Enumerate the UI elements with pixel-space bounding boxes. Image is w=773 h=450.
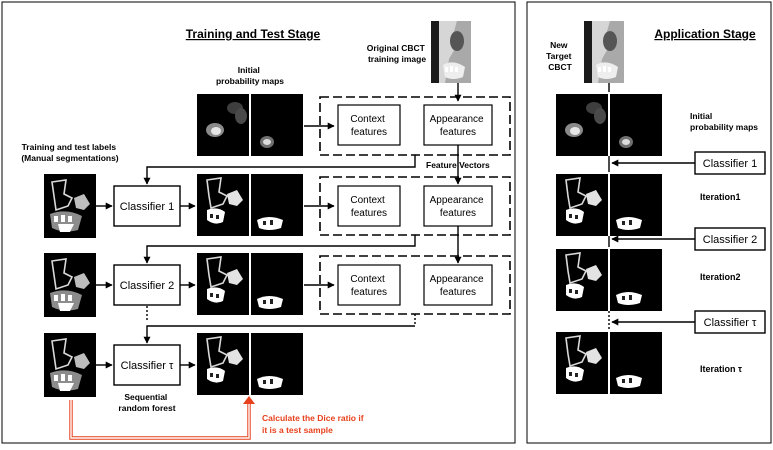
context-features-text-3: Context features: [350, 274, 387, 298]
appearance-features-box-1: [423, 104, 493, 146]
iteration-tau-label: Iteration τ: [700, 364, 742, 374]
appearance-features-text-3: Appearance features: [430, 274, 487, 298]
right-iteration-tau-map: [555, 331, 663, 395]
right-initial-maps-label: Initial probability maps: [690, 111, 758, 132]
training-labels-caption: Training and test labels (Manual segment…: [21, 142, 118, 163]
initial-maps-label: Initial probability maps: [216, 65, 284, 86]
classifier-1-box: [113, 185, 181, 227]
appearance-features-text-2: Appearance features: [430, 195, 487, 219]
target-cbct-label: New Target CBCT: [546, 40, 574, 72]
original-cbct-image: [431, 21, 471, 83]
right-classifier-1-text: Classifier 1: [703, 158, 757, 170]
right-classifier-2-text: Classifier 2: [703, 234, 757, 246]
segmentation-map-3: [196, 332, 304, 396]
context-features-box-1: [337, 104, 401, 146]
classifier-tau-box: [113, 344, 181, 386]
classifier-tau-text: Classifier τ: [121, 360, 174, 372]
training-panel-frame: [1, 1, 516, 444]
iteration-2-label: Iteration2: [700, 272, 741, 282]
appearance-features-box-2: [423, 185, 493, 227]
appearance-features-text-1: Appearance features: [430, 114, 487, 138]
segmentation-map-1: [196, 173, 304, 237]
context-features-box-2: [337, 185, 401, 227]
label-image-3: [43, 332, 97, 398]
label-image-2: [43, 252, 97, 318]
segmentation-map-2: [196, 252, 304, 316]
appearance-features-box-3: [423, 264, 493, 306]
classifier-2-text: Classifier 2: [120, 280, 174, 292]
dice-note: Calculate the Dice ratio if it is a test…: [262, 413, 366, 435]
right-iteration-1-map: [555, 173, 663, 237]
initial-probability-maps: [197, 94, 303, 156]
original-cbct-label: Original CBCT training image: [367, 43, 427, 64]
sequential-rf-label: Sequential random forest: [118, 392, 175, 413]
iteration-1-label: Iteration1: [700, 192, 741, 202]
right-iteration-2-map: [555, 248, 663, 312]
classifier-1-text: Classifier 1: [120, 201, 174, 213]
classifier-2-box: [113, 264, 181, 306]
application-panel-frame: [526, 1, 772, 444]
training-stage-title: Training and Test Stage: [186, 27, 321, 41]
target-cbct-image: [584, 21, 624, 83]
label-image-1: [43, 173, 97, 239]
application-stage-title: Application Stage: [654, 27, 756, 41]
context-features-box-3: [337, 264, 401, 306]
context-features-text-1: Context features: [350, 114, 387, 138]
right-classifier-tau-text: Classifier τ: [704, 317, 757, 329]
right-initial-maps: [556, 94, 662, 156]
context-features-text-2: Context features: [350, 195, 387, 219]
